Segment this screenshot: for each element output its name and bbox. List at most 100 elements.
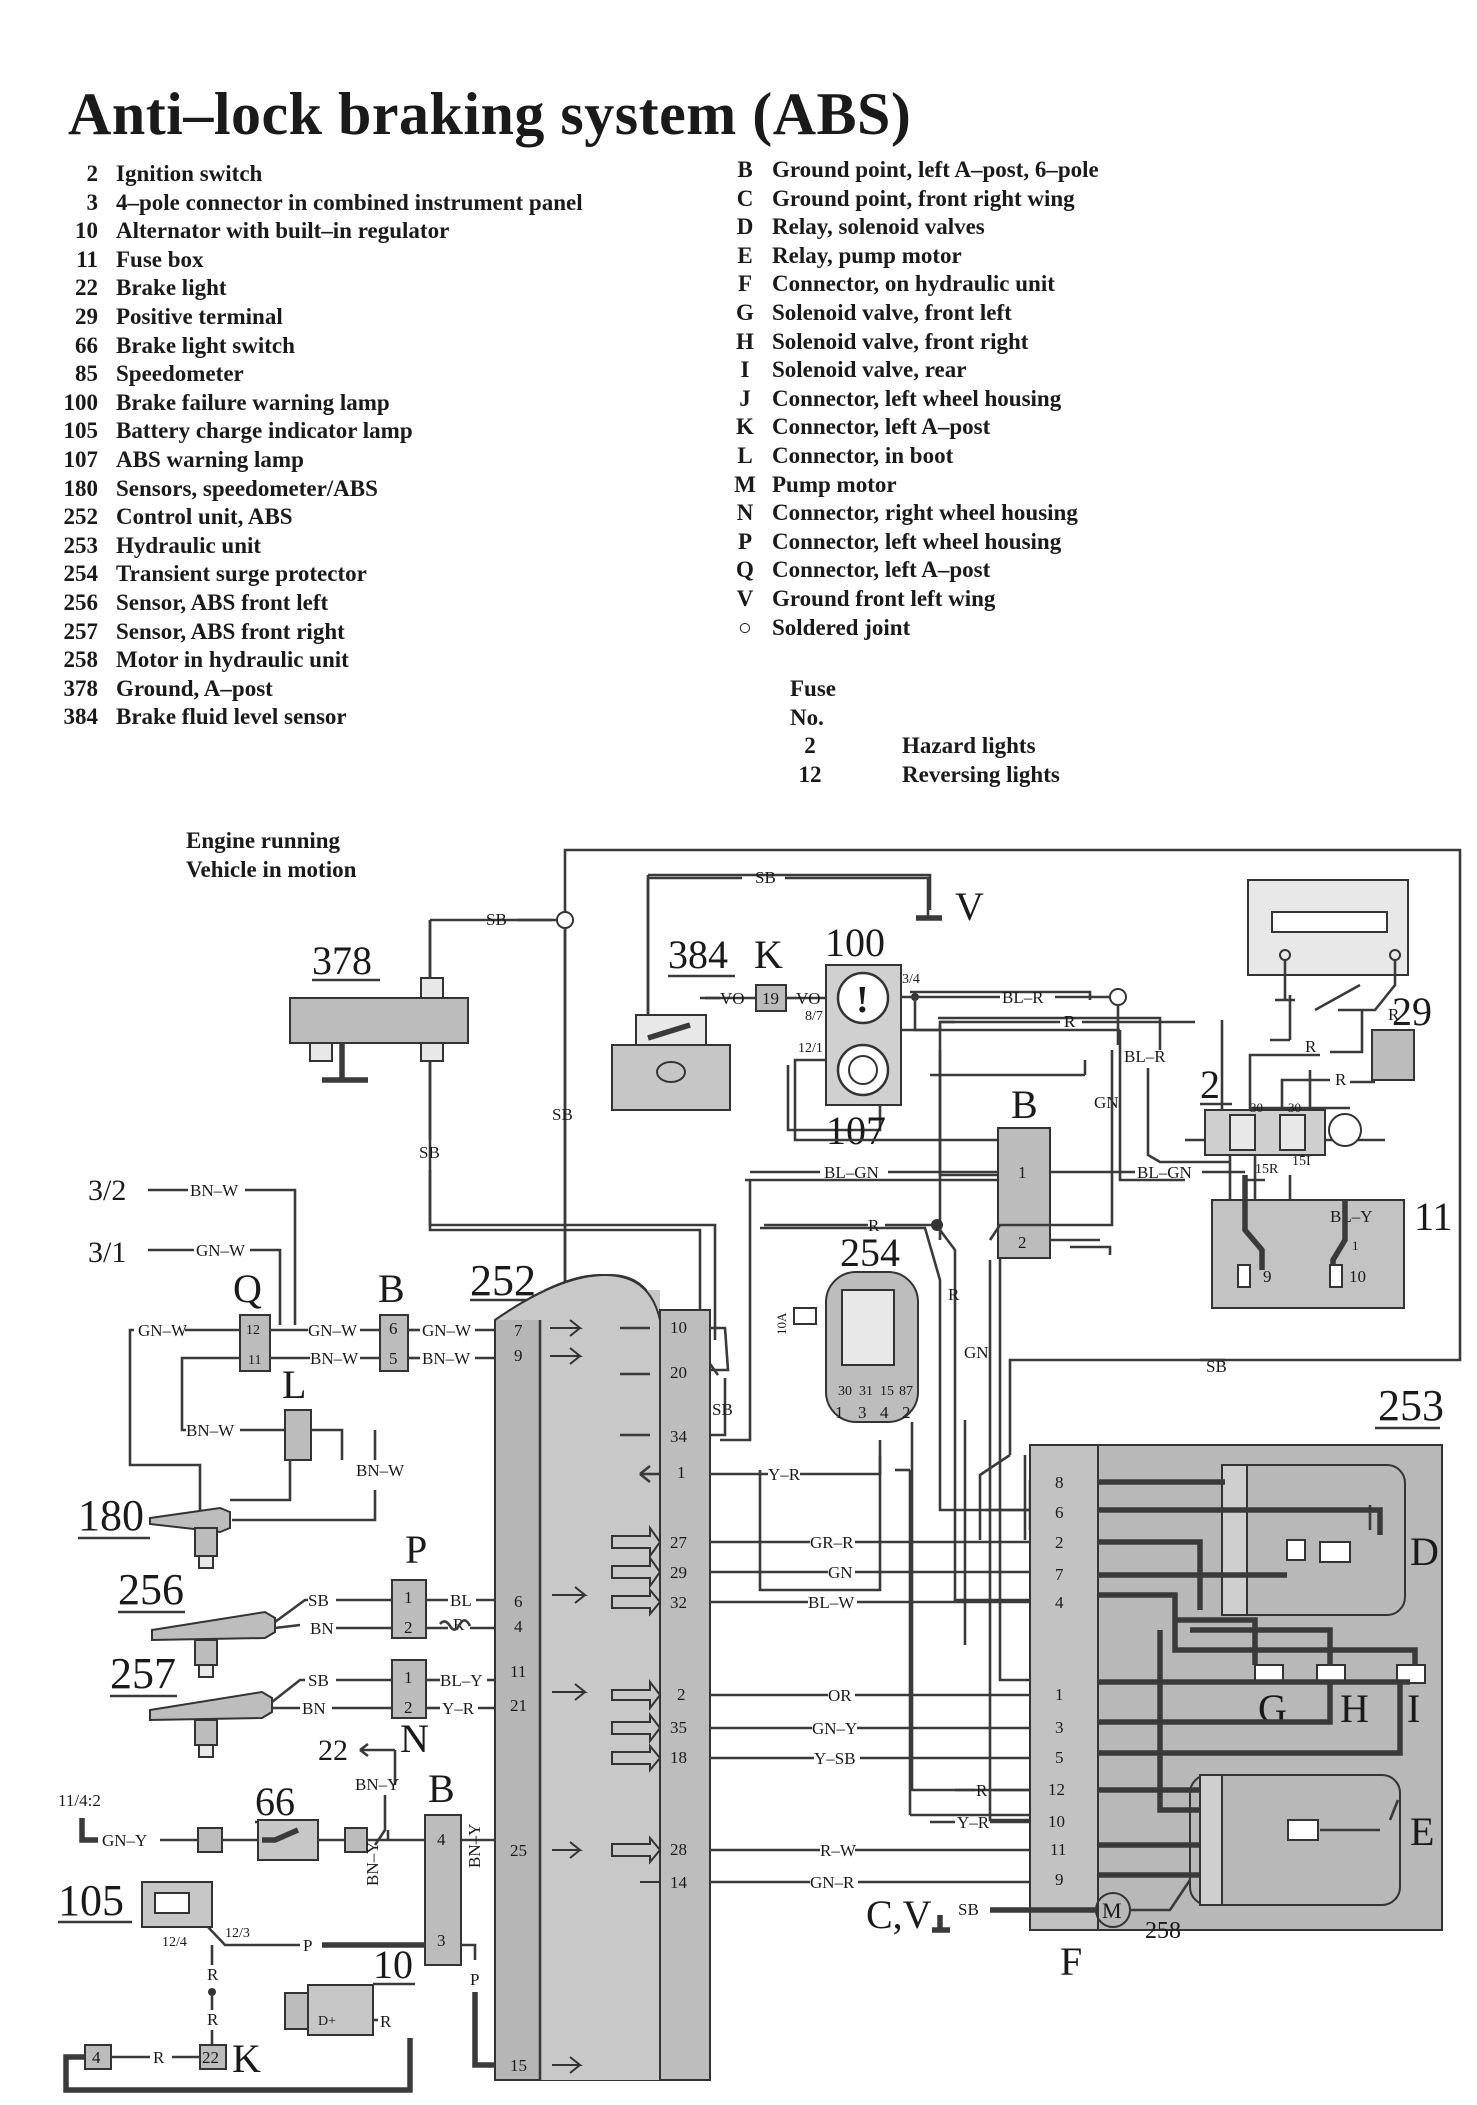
ign-pin-30b: 30 xyxy=(1288,1100,1301,1115)
ecu-pin-27: 27 xyxy=(670,1533,688,1552)
ecu-pin-18: 18 xyxy=(670,1748,687,1767)
legend-item-label: Brake fluid level sensor xyxy=(116,704,347,730)
B-pin-5: 5 xyxy=(389,1349,398,1368)
wire-r-mid: R xyxy=(1064,1012,1076,1031)
legend-item-label: Transient surge protector xyxy=(116,561,367,587)
legend-item-number: 2 xyxy=(86,161,99,186)
wire-bn-w-5: BN–W xyxy=(356,1461,405,1480)
legend-item-number: 254 xyxy=(63,561,99,587)
legend-item-label: Ignition switch xyxy=(116,161,263,186)
ecu-arrow-groups xyxy=(550,1319,662,2074)
wire-sb-cv: SB xyxy=(958,1900,979,1919)
battery: 29 R xyxy=(1247,879,1432,1081)
label-2: 2 xyxy=(1200,1062,1220,1107)
fuse-row: 12 Reversing lights xyxy=(790,761,1060,790)
legend-item-letter: J xyxy=(739,385,751,411)
wire-r-254: R xyxy=(868,1216,880,1235)
legend-item-letter: L xyxy=(737,442,753,468)
B-pin-6: 6 xyxy=(389,1319,398,1338)
F-pin-11: 11 xyxy=(1050,1840,1066,1859)
connector-K-pin-19: 19 xyxy=(762,989,779,1008)
fuse-10A: 10A xyxy=(774,1312,789,1335)
legend-item-number: 29 xyxy=(75,303,98,329)
F-pin-7: 7 xyxy=(1055,1565,1064,1584)
legend-item-letter: M xyxy=(734,471,756,497)
ref-15R: 15R xyxy=(1255,1162,1279,1177)
wire-gn-w-1: GN–W xyxy=(196,1241,246,1260)
p254-4: 4 xyxy=(880,1403,889,1422)
label-V: V xyxy=(955,884,984,929)
ref-12-4: 12/4 xyxy=(162,1935,187,1950)
legend-item-label: Solenoid valve, front right xyxy=(772,328,1029,354)
wire-r-10: R xyxy=(380,2012,392,2031)
wire-gr-r: GR–R xyxy=(810,1533,854,1552)
legend-item-letter: K xyxy=(736,414,754,440)
legend-item-letter: G xyxy=(736,299,754,325)
ign-pin-30a: 30 xyxy=(1250,1100,1263,1115)
label-Q: Q xyxy=(233,1266,262,1311)
wire-sb-ecu: SB xyxy=(712,1400,733,1419)
wire-gn-y-35: GN–Y xyxy=(812,1719,857,1738)
fuse-header: Fuse xyxy=(790,676,836,701)
brake-fluid-sensor-384: SB V 384 K VO 19 VO xyxy=(611,868,984,1111)
label-257: 257 xyxy=(110,1649,176,1698)
label-B-left: B xyxy=(378,1266,405,1311)
legend-item-letter: V xyxy=(736,585,754,611)
wire-p-15: P xyxy=(470,1970,479,1989)
wire-gn-w-2: GN–W xyxy=(138,1321,188,1340)
p254-1: 1 xyxy=(835,1403,844,1422)
F-pin-5: 5 xyxy=(1055,1748,1064,1767)
ref-3-1: 3/1 xyxy=(88,1236,126,1269)
connector-B-top: B 1 2 BL–GN BL–GN GN BL–R R xyxy=(750,1005,1245,1259)
surge-protector-254: 254 10A 30 31 15 87 1 3 4 2 R R GN xyxy=(764,1216,1030,1792)
wire-gn-w-4: GN–W xyxy=(422,1321,472,1340)
wiring-lines xyxy=(428,848,1462,1822)
p254-3: 3 xyxy=(858,1403,867,1422)
ecu-pins-left: 7 9 6 4 11 21 25 15 xyxy=(510,1321,527,2075)
ecu-to-hydraulic-wires: GR–R GN BL–W OR GN–Y Y–SB R–W GN–R Y–R Y… xyxy=(710,1357,1227,1892)
wire-r-105b: R xyxy=(207,2010,219,2029)
label-I: I xyxy=(1407,1686,1420,1731)
legend-item-label: Ground, A–post xyxy=(116,675,273,701)
legend-item-label: Brake light xyxy=(116,275,227,301)
label-11: 11 xyxy=(1414,1194,1453,1239)
wire-r-12: R xyxy=(976,1781,988,1800)
legend-item-letter: N xyxy=(736,500,754,526)
ecu-pin-29: 29 xyxy=(670,1563,687,1582)
fuse-number: 2 xyxy=(804,733,816,759)
legend-item-number: 11 xyxy=(76,246,98,272)
label-L: L xyxy=(282,1362,306,1407)
hydraulic-inner-wiring xyxy=(1098,1479,1418,1878)
condition-line-2: Vehicle in motion xyxy=(186,857,357,882)
legend-item-label: Hydraulic unit xyxy=(116,532,262,558)
fuse-number: 12 xyxy=(798,761,822,787)
legend-item-number: 107 xyxy=(63,446,99,472)
wire-r-105a: R xyxy=(207,1965,219,1984)
wire-r-top: R xyxy=(1064,1012,1076,1031)
fuse-label: Reversing lights xyxy=(902,761,1060,787)
legend-item-number: 378 xyxy=(63,675,99,701)
wire-gn-29: GN xyxy=(828,1563,853,1582)
ecu-pin-4: 4 xyxy=(514,1617,523,1636)
wire-gn-r: GN–R xyxy=(810,1873,855,1892)
F-pin-1: 1 xyxy=(1055,1685,1064,1704)
label-K-bottom: K xyxy=(232,2036,261,2081)
connector-F-pins: 8 6 2 7 4 1 3 5 12 10 11 9 xyxy=(1048,1473,1066,1889)
ref-12-1: 12/1 xyxy=(798,1041,823,1056)
fuse-header-no: No. xyxy=(790,704,824,730)
legend-item-letter: D xyxy=(736,214,754,240)
fuse-box-11: 11 BL–Y 9 10 1 xyxy=(1211,1175,1453,1309)
